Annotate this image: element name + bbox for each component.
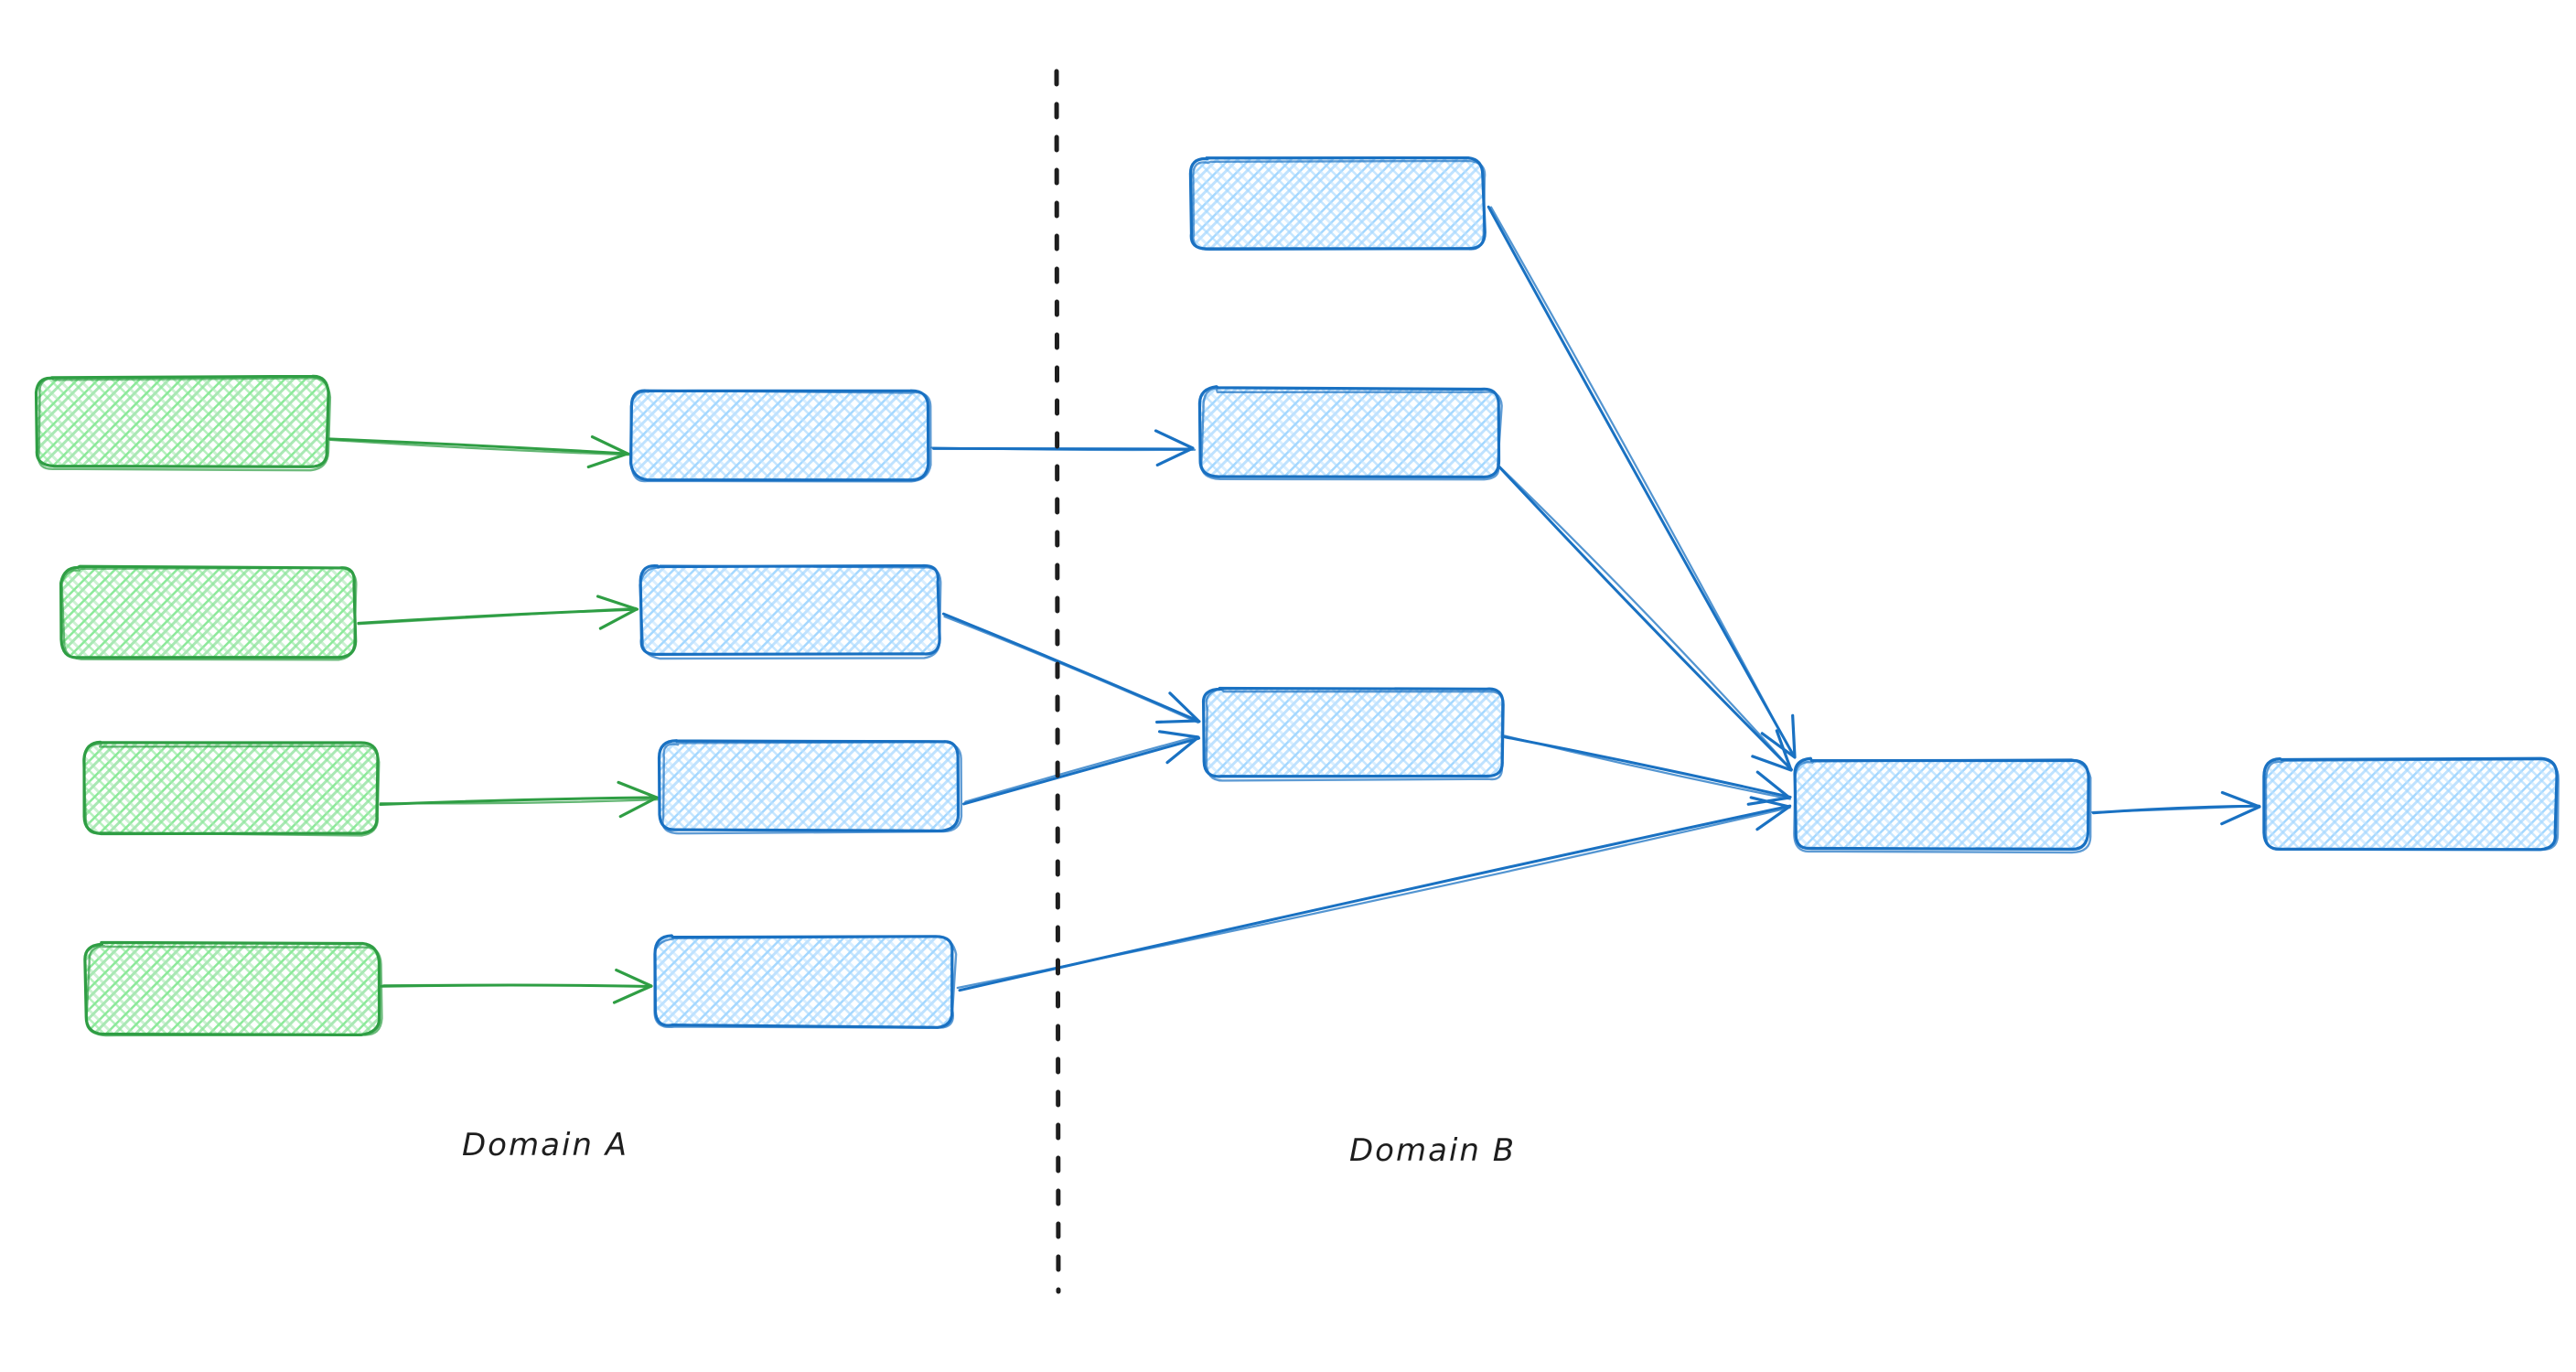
- edge-b2-to-hub: [1497, 465, 1793, 772]
- edge-a4-to-p4: [380, 968, 653, 1004]
- domain-b-label: Domain B: [1349, 1132, 1517, 1169]
- domain-a-source-node-3[interactable]: [82, 740, 381, 837]
- edge-p1-to-b2: [930, 429, 1197, 466]
- domain-b-node-2[interactable]: [1197, 385, 1503, 481]
- domain-b-output-node[interactable]: [2262, 756, 2560, 852]
- domain-a-source-node-2[interactable]: [59, 564, 358, 661]
- domain-a-label: Domain A: [462, 1127, 628, 1163]
- domain-a-process-node-4[interactable]: [653, 934, 958, 1029]
- domain-divider: [1054, 69, 1061, 1294]
- edges-layer: [327, 205, 2261, 1004]
- edge-p2-to-b3: [941, 612, 1201, 724]
- edge-a2-to-p2: [357, 595, 639, 630]
- domain-a-source-node-4[interactable]: [83, 940, 383, 1037]
- domain-b-node-1[interactable]: [1188, 156, 1487, 252]
- edge-a1-to-p1: [327, 434, 631, 469]
- edge-hub-to-final: [2090, 790, 2261, 826]
- nodes-layer: [34, 156, 2560, 1037]
- domain-b-node-3[interactable]: [1201, 686, 1505, 782]
- domain-a-process-node-2[interactable]: [639, 563, 942, 660]
- edge-a3-to-p3: [379, 780, 660, 819]
- domain-a-source-node-1[interactable]: [34, 374, 332, 472]
- edge-b3-to-hub: [1503, 734, 1792, 806]
- domain-b-aggregation-node[interactable]: [1793, 756, 2092, 854]
- domain-a-process-node-3[interactable]: [657, 739, 963, 835]
- edge-p3-to-b3: [962, 730, 1201, 806]
- edge-b1-to-hub: [1487, 205, 1797, 759]
- domain-a-process-node-1[interactable]: [628, 389, 932, 483]
- edge-p4-to-hub: [956, 796, 1792, 992]
